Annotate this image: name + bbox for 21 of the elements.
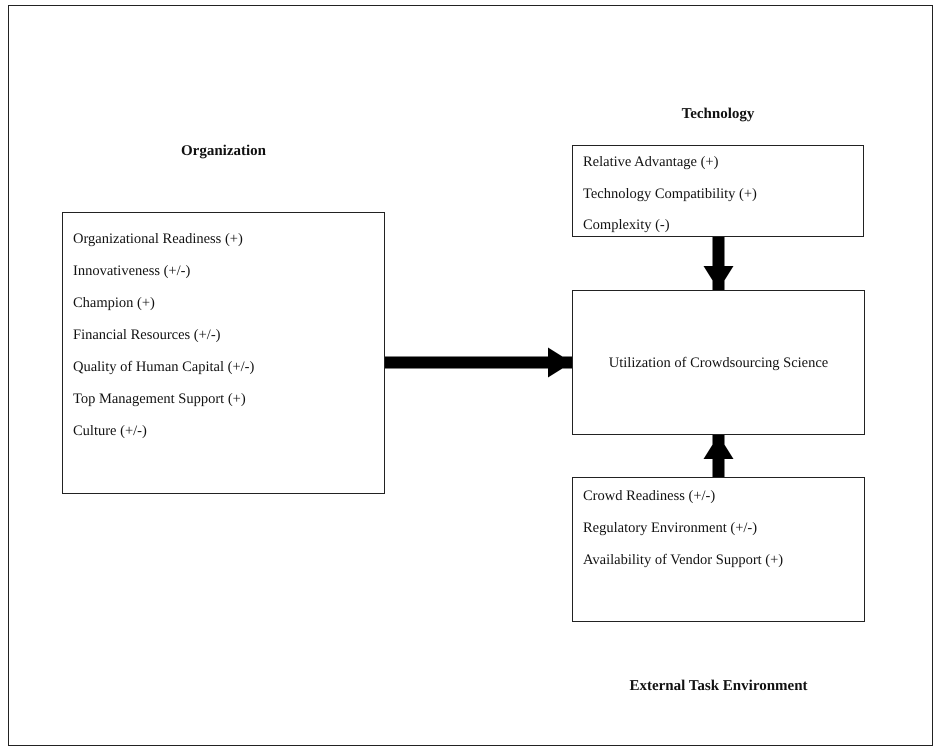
block-arrow xyxy=(704,237,734,290)
factor-item: Champion (+) xyxy=(73,295,155,312)
outcome-box xyxy=(572,290,865,435)
factor-item: Innovativeness (+/-) xyxy=(73,263,190,280)
factor-item: Culture (+/-) xyxy=(73,423,147,440)
factor-item: Top Management Support (+) xyxy=(73,391,246,408)
factor-item: Complexity (-) xyxy=(583,217,670,234)
factor-item: Technology Compatibility (+) xyxy=(583,186,757,202)
group-heading: External Task Environment xyxy=(628,678,809,695)
block-arrow xyxy=(704,435,734,477)
factor-item: Organizational Readiness (+) xyxy=(73,231,243,248)
factor-item: Relative Advantage (+) xyxy=(583,154,718,171)
factor-item: Availability of Vendor Support (+) xyxy=(583,552,784,569)
factor-item: Regulatory Environment (+/-) xyxy=(583,520,758,537)
block-arrow xyxy=(385,348,572,378)
factor-item: Quality of Human Capital (+/-) xyxy=(73,359,254,376)
outcome-text: Utilization of Crowdsourcing Science xyxy=(608,354,830,372)
group-heading: Technology xyxy=(680,106,756,123)
factor-item: Financial Resources (+/-) xyxy=(73,327,220,344)
group-heading: Organization xyxy=(180,143,267,160)
factor-item: Crowd Readiness (+/-) xyxy=(583,488,716,505)
